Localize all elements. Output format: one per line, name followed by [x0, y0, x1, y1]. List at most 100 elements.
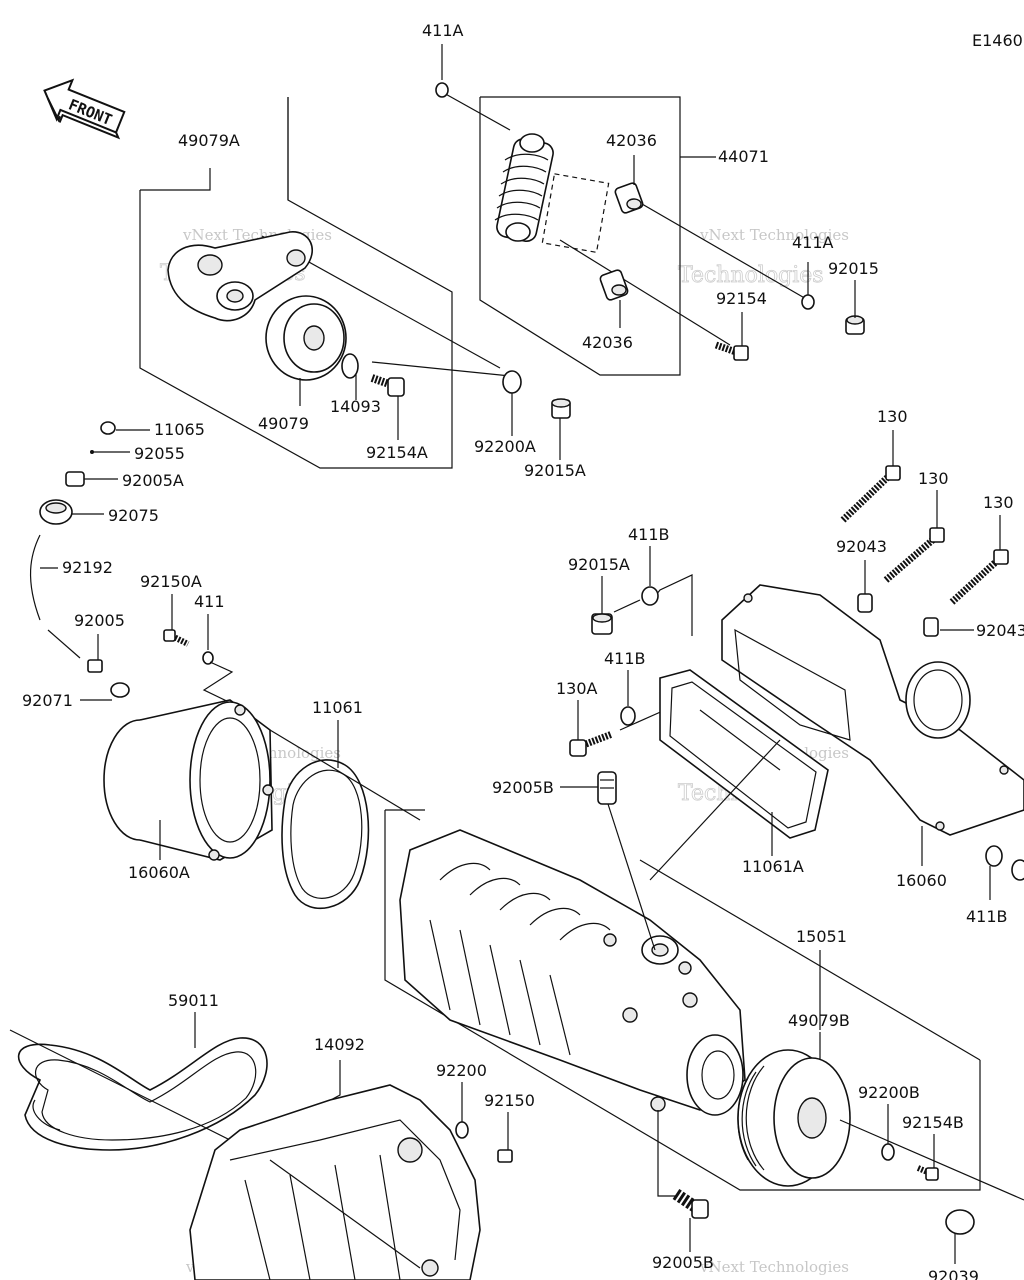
gasket-11061a — [659, 669, 829, 839]
label-130[interactable]: 130 — [877, 407, 908, 426]
label-92200b[interactable]: 92200B — [858, 1083, 920, 1102]
label-92043[interactable]: 92043 — [836, 537, 887, 556]
fitting-92005 — [87, 659, 103, 673]
washer-411b-top — [641, 586, 659, 606]
bolts-130 — [840, 465, 1009, 605]
label-92075[interactable]: 92075 — [108, 506, 159, 525]
pulley-49079b — [737, 1049, 851, 1187]
label-411a[interactable]: 411A — [422, 21, 464, 40]
fitting-92005b-top — [597, 771, 617, 805]
washer-92200b — [881, 1143, 895, 1161]
label-11061[interactable]: 11061 — [312, 698, 363, 717]
label-92015[interactable]: 92015 — [828, 259, 879, 278]
bushing-42036-top — [614, 182, 644, 214]
washer-92200a — [502, 370, 522, 394]
label-11061a[interactable]: 11061A — [742, 857, 804, 876]
cap-11065 — [100, 421, 116, 435]
label-49079a[interactable]: 49079A — [178, 131, 240, 150]
label-92154a[interactable]: 92154A — [366, 443, 428, 462]
drive-belt-59011 — [17, 1037, 268, 1151]
label-92005[interactable]: 92005 — [74, 611, 125, 630]
washer-411a-right — [801, 294, 815, 310]
intake-duct-16060a — [103, 699, 274, 861]
belt-cover-14092 — [189, 1084, 481, 1280]
label-92015a[interactable]: 92015A — [524, 461, 586, 480]
label-411b[interactable]: 411B — [604, 649, 646, 668]
nut-92015a — [551, 398, 571, 419]
label-42036[interactable]: 42036 — [606, 131, 657, 150]
front-arrow-icon: FRONT — [43, 78, 126, 140]
label-11065[interactable]: 11065 — [154, 420, 205, 439]
diagram-code: E1460 — [972, 31, 1023, 50]
part-labels: 411A 49079A 44071 42036 411A 92015 42036… — [22, 21, 1024, 1280]
nut-92015a-mid — [591, 613, 613, 635]
label-411a[interactable]: 411A — [792, 233, 834, 252]
bolt-92154 — [714, 341, 749, 361]
cap-92039 — [945, 1209, 975, 1235]
label-92043[interactable]: 92043 — [976, 621, 1024, 640]
fitting-92005b-bottom — [672, 1189, 709, 1219]
bushing-42036-bottom — [599, 269, 629, 301]
watermark-text: vNext Technologies — [699, 1258, 849, 1276]
label-44071[interactable]: 44071 — [718, 147, 769, 166]
washer-14093 — [341, 353, 359, 379]
label-92150a[interactable]: 92150A — [140, 572, 202, 591]
bolt-92150a — [163, 629, 190, 647]
washer-partial — [1011, 859, 1024, 881]
dowel-92043 — [857, 593, 939, 637]
label-42036[interactable]: 42036 — [582, 333, 633, 352]
label-130[interactable]: 130 — [983, 493, 1014, 512]
label-92071[interactable]: 92071 — [22, 691, 73, 710]
label-92192[interactable]: 92192 — [62, 558, 113, 577]
bolt-92150 — [497, 1149, 513, 1163]
label-14093[interactable]: 14093 — [330, 397, 381, 416]
tensioner-arm-49079a — [167, 231, 314, 322]
label-92005b[interactable]: 92005B — [652, 1253, 714, 1272]
gasket-11061 — [281, 759, 370, 910]
label-411b[interactable]: 411B — [966, 907, 1008, 926]
watermark-text: vNext Technologies — [699, 226, 849, 244]
label-16060a[interactable]: 16060A — [128, 863, 190, 882]
label-49079b[interactable]: 49079B — [788, 1011, 850, 1030]
washer-411a-top — [435, 82, 449, 98]
label-92005b[interactable]: 92005B — [492, 778, 554, 797]
label-411b[interactable]: 411B — [628, 525, 670, 544]
washer-411b-bottom — [985, 845, 1003, 867]
label-14092[interactable]: 14092 — [314, 1035, 365, 1054]
fitting-92005a — [65, 471, 85, 487]
label-130[interactable]: 130 — [918, 469, 949, 488]
bolt-92154b — [916, 1165, 939, 1181]
label-92200[interactable]: 92200 — [436, 1061, 487, 1080]
label-92154b[interactable]: 92154B — [902, 1113, 964, 1132]
intake-housing-16060 — [721, 584, 1024, 836]
nut-92015 — [845, 315, 865, 335]
label-16060[interactable]: 16060 — [896, 871, 947, 890]
label-92055[interactable]: 92055 — [134, 444, 185, 463]
idler-pulley-49079 — [265, 295, 347, 381]
hose-92192 — [30, 534, 41, 621]
clamp-92071 — [110, 682, 130, 698]
label-92200a[interactable]: 92200A — [474, 437, 536, 456]
label-92154[interactable]: 92154 — [716, 289, 767, 308]
label-15051[interactable]: 15051 — [796, 927, 847, 946]
bolt-92154a — [370, 374, 405, 397]
label-59011[interactable]: 59011 — [168, 991, 219, 1010]
label-49079[interactable]: 49079 — [258, 414, 309, 433]
washer-92200 — [455, 1121, 469, 1139]
tensioner-spring-part — [494, 133, 610, 254]
label-130a[interactable]: 130A — [556, 679, 598, 698]
washer-411 — [202, 651, 214, 665]
tensioner-group-outline — [139, 91, 809, 469]
label-411[interactable]: 411 — [194, 592, 225, 611]
bolt-130a — [569, 730, 614, 757]
supercharger-15051 — [399, 829, 746, 1116]
label-92150[interactable]: 92150 — [484, 1091, 535, 1110]
label-92039[interactable]: 92039 — [928, 1267, 979, 1280]
label-92005a[interactable]: 92005A — [122, 471, 184, 490]
label-92015a[interactable]: 92015A — [568, 555, 630, 574]
tube-part — [47, 629, 81, 659]
grommet-92075 — [39, 499, 73, 525]
washer-411b-mid — [620, 706, 636, 726]
